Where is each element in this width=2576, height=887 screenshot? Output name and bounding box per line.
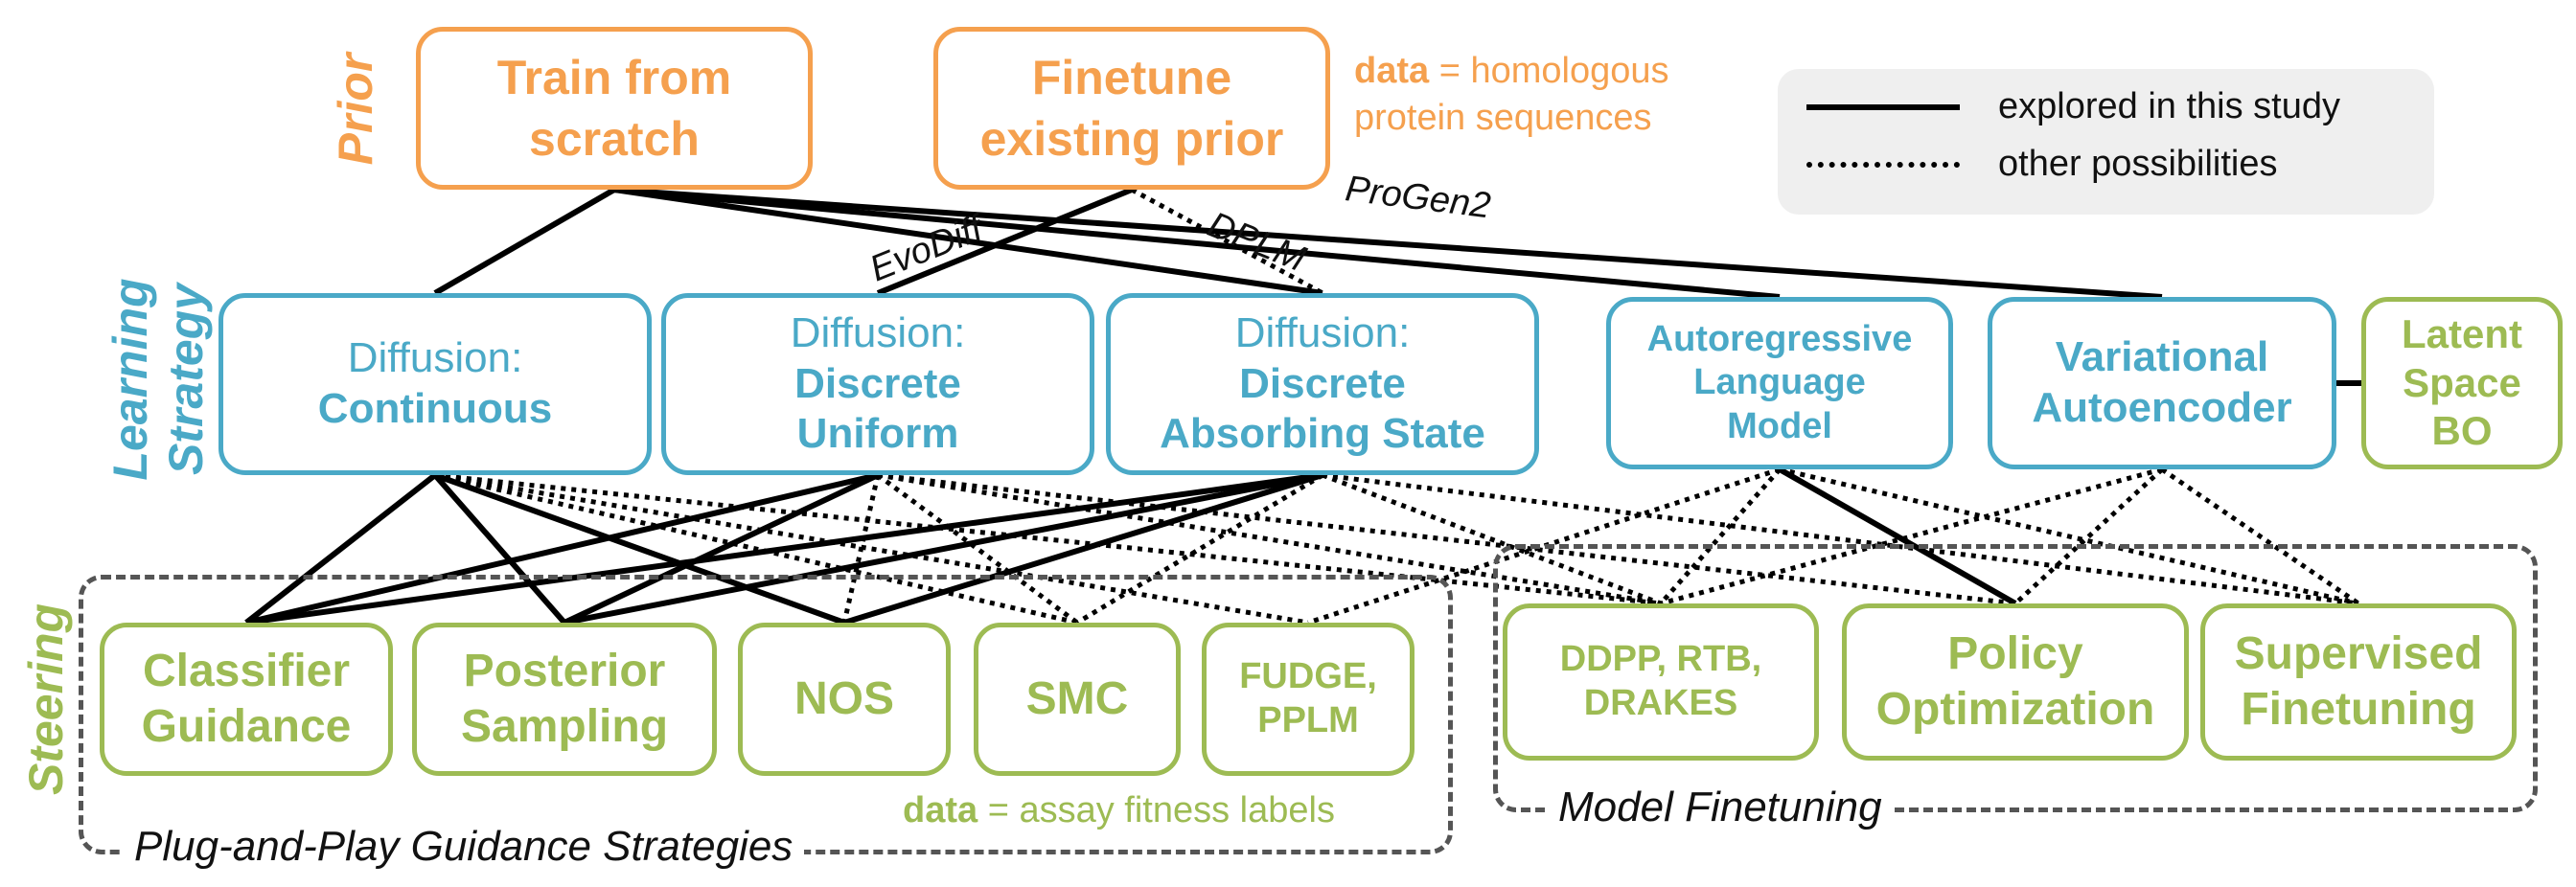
classifier-guidance-box: Classifier Guidance [100,623,393,776]
edge-vae-to-po [2013,467,2164,605]
legend-dotted-line-icon [1806,161,1960,168]
finetune-existing-prior-box: Finetune existing prior [933,27,1330,190]
train-from-scratch-box: Train from scratch [416,27,813,190]
edge-ar-to-ddpp [1659,467,1782,605]
edge-cont-to-smc [434,472,1078,625]
edge-cont-to-ps [432,473,567,625]
legend-solid-line-icon [1806,103,1960,110]
edge-scratch-to-abs [613,187,1323,296]
edge-finetune-to-unif [876,187,1134,296]
model-finetuning-group [1493,544,2538,812]
row-label-steering: Steering [19,603,73,795]
row-label-prior: Prior [329,53,382,166]
edge-ar-to-po [1778,466,2017,606]
edge-cont-to-cg [244,472,437,625]
diffusion-continuous-box: Diffusion: Continuous [218,293,652,475]
supervised-finetuning-box: Supervised Finetuning [2200,603,2517,761]
smc-box: SMC [974,623,1181,776]
edge-ar-to-fudge [1307,466,1781,625]
edge-scratch-to-cont [433,187,616,296]
ddpp-rtb-drakes-box: DDPP, RTB, DRAKES [1503,603,1819,761]
edge-unif-to-cg [245,472,879,625]
edge-abs-to-ddpp [1322,472,1662,606]
legend-solid-label: explored in this study [1998,86,2340,126]
edge-abs-to-nos [843,472,1323,625]
edge-unif-to-ps [563,472,880,625]
legend: explored in this study other possibiliti… [1778,69,2434,215]
fudge-pplm-box: FUDGE, PPLM [1202,623,1414,776]
edge-finetune-to-abs [1130,187,1324,296]
legend-dotted-label: other possibilities [1998,144,2278,184]
edge-scratch-to-vae [613,187,2163,300]
prior-data-note: data = homologous protein sequences [1354,51,1669,139]
diffusion-discrete-absorbing-state-box: Diffusion: Discrete Absorbing State [1106,293,1539,475]
diffusion-discrete-uniform-box: Diffusion: Discrete Uniform [661,293,1094,475]
steering-data-note: data = assay fitness labels [903,790,1335,830]
edge-vae-to-ddpp [1660,466,2163,606]
edge-unif-to-nos [841,474,881,624]
edge-cont-to-ddpp [434,472,1662,606]
row-label-learning-strategy: Learning Strategy [104,278,213,481]
policy-optimization-box: Policy Optimization [1842,603,2189,761]
posterior-sampling-box: Posterior Sampling [412,623,717,776]
variational-autoencoder-box: Variational Autoencoder [1988,297,2336,469]
edge-abs-to-ps [564,472,1323,625]
edge-cont-to-nos [433,472,846,625]
edge-abs-to-cg [245,472,1323,625]
edge-vae-to-sf [2160,466,2360,606]
nos-box: NOS [738,623,951,776]
latent-space-bo-box: Latent Space BO [2361,297,2563,469]
edge-ar-to-sf [1779,466,2359,606]
edge-scratch-to-ar [613,187,1781,300]
model-finetuning-label: Model Finetuning [1547,784,1894,831]
plug-and-play-label: Plug-and-Play Guidance Strategies [123,823,805,871]
autoregressive-language-model-box: Autoregressive Language Model [1606,297,1953,469]
edge-unif-to-po [877,472,2016,606]
